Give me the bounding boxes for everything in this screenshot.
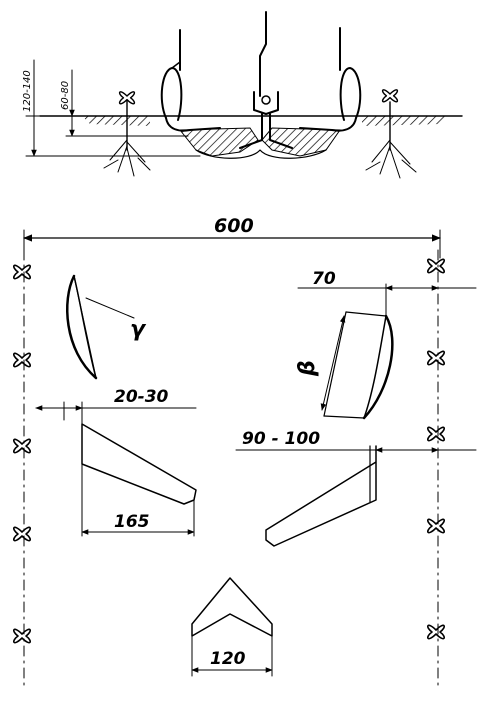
plant-row-left (12, 249, 32, 691)
gap-front-dimension: 20-30 (35, 387, 197, 425)
plant-right (365, 89, 417, 179)
plant-icon (12, 628, 32, 644)
plant-icon (12, 352, 32, 368)
center-shovel (239, 11, 293, 149)
plant-icon (426, 426, 446, 442)
soil-hatch-right (362, 116, 448, 126)
row-width-label: 600 (214, 215, 254, 237)
soil-hatch-left (82, 116, 150, 126)
plant-icon (381, 89, 399, 103)
depth-share-label: 60-80 (60, 81, 71, 110)
depth-dimensions: 120-140 60-80 (22, 59, 201, 157)
disc-right-plan: β (295, 311, 394, 420)
offset-70-dimension: 70 (297, 269, 477, 319)
plant-icon (12, 264, 32, 280)
plant-icon (12, 438, 32, 454)
offset-70-label: 70 (312, 269, 336, 289)
plan-view: 600 γ (12, 215, 477, 691)
plant-icon (426, 350, 446, 366)
plant-icon (426, 518, 446, 534)
duck-foot-sweep: 120 (191, 577, 273, 677)
furrow-bottom (195, 149, 327, 159)
angle-gamma-label: γ (130, 317, 147, 342)
depth-total-label: 120-140 (22, 70, 33, 112)
blade-length-label: 165 (114, 512, 150, 532)
blade-right-plan (265, 445, 377, 547)
plant-icon (12, 526, 32, 542)
angle-beta-label: β (295, 360, 320, 377)
plant-row-right (426, 249, 446, 691)
soil-hatch-center-left (178, 127, 259, 157)
gap-front-label: 20-30 (114, 387, 169, 407)
gap-side-label: 90 - 100 (242, 429, 320, 449)
disc-left (160, 29, 221, 132)
gap-side-dimension: 90 - 100 (235, 429, 477, 453)
plant-icon (426, 258, 446, 274)
plant-left (103, 91, 151, 177)
plant-icon (426, 624, 446, 640)
duck-width-label: 120 (210, 649, 246, 669)
disc-right (299, 27, 362, 132)
disc-left-plan: γ (65, 274, 147, 380)
cross-section-view: 120-140 60-80 (22, 11, 463, 179)
blade-left-plan: 165 (81, 423, 197, 537)
